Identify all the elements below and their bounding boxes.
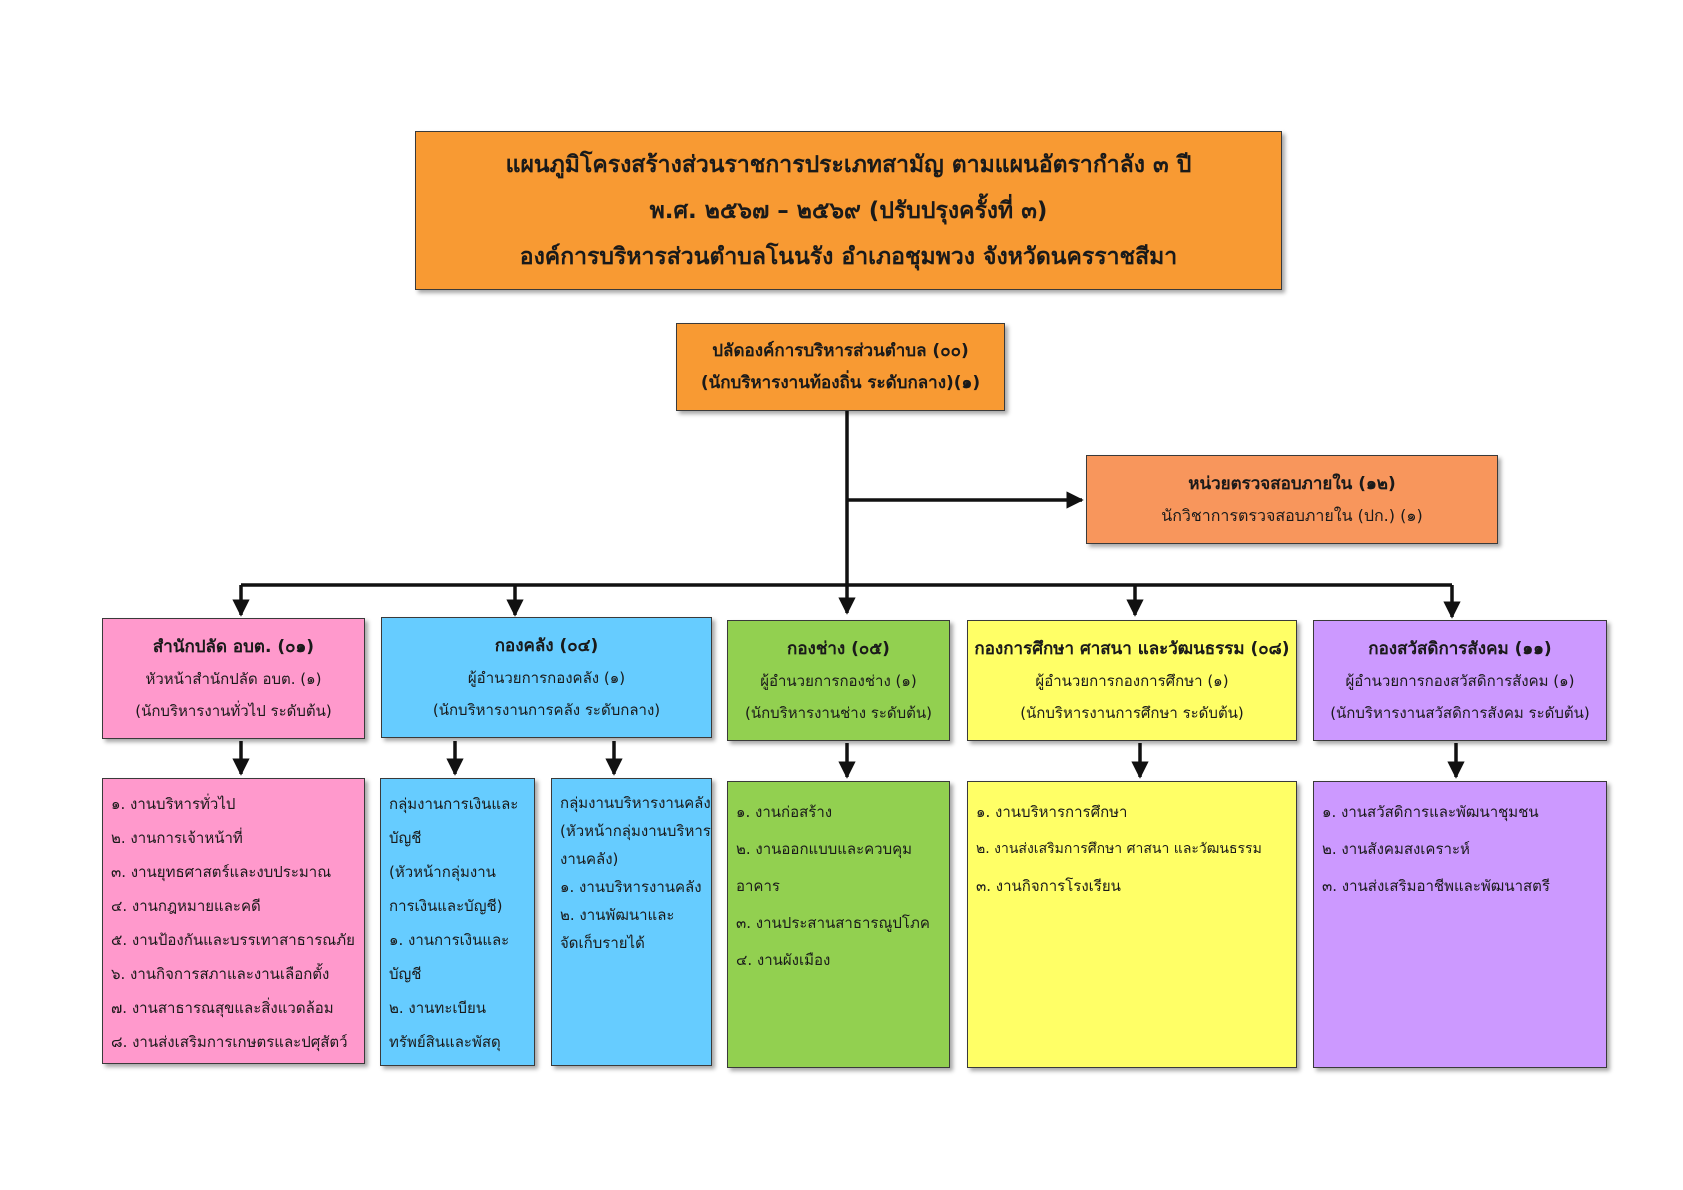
list-item: ๔. งานกฎหมายและคดี: [111, 897, 261, 915]
division-level: (นักบริหารงานการศึกษา ระดับต้น): [1020, 703, 1244, 722]
audit-unit-name: หน่วยตรวจสอบภายใน (๑๒): [1188, 473, 1396, 494]
list-item: ๑. งานบริหารการศึกษา: [976, 803, 1128, 821]
list-item: ๓. งานกิจการโรงเรียน: [976, 877, 1121, 895]
education-task-list: ๑. งานบริหารการศึกษา ๒. งานส่งเสริมการศึ…: [967, 781, 1297, 1068]
list-item: ๒. งานทะเบียน: [389, 999, 487, 1017]
division-name: กองสวัสดิการสังคม (๑๑): [1368, 638, 1552, 659]
chart-title-box: แผนภูมิโครงสร้างส่วนราชการประเภทสามัญ ตา…: [415, 131, 1282, 290]
chief-level: (นักบริหารงานท้องถิ่น ระดับกลาง)(๑): [700, 373, 981, 393]
list-item: ๑. งานก่อสร้าง: [736, 803, 833, 821]
division-finance-box: กองคลัง (๐๔) ผู้อำนวยการกองคลัง (๑) (นัก…: [381, 617, 712, 738]
list-item: บัญชี: [389, 829, 422, 847]
division-name: กองคลัง (๐๔): [494, 635, 599, 656]
list-item: งานคลัง): [560, 850, 619, 868]
list-item: ๘. งานส่งเสริมการเกษตรและปศุสัตว์: [111, 1033, 348, 1051]
list-item: ๓. งานประสานสาธารณูปโภค: [736, 914, 930, 932]
list-item: บัญชี: [389, 965, 422, 983]
office-task-list: ๑. งานบริหารทั่วไป ๒. งานการเจ้าหน้าที่ …: [102, 778, 365, 1064]
division-welfare-box: กองสวัสดิการสังคม (๑๑) ผู้อำนวยการกองสวั…: [1313, 620, 1607, 741]
division-head: ผู้อำนวยการกองสวัสดิการสังคม (๑): [1345, 671, 1575, 690]
division-name: สำนักปลัด อบต. (๐๑): [152, 636, 315, 657]
chart-title-line1: แผนภูมิโครงสร้างส่วนราชการประเภทสามัญ ตา…: [505, 151, 1192, 178]
division-level: (นักบริหารงานการคลัง ระดับกลาง): [432, 700, 661, 719]
list-item: ๑. งานบริหารทั่วไป: [111, 795, 236, 813]
division-engineering-box: กองช่าง (๐๕) ผู้อำนวยการกองช่าง (๑) (นัก…: [727, 620, 950, 741]
division-name: กองช่าง (๐๕): [787, 638, 890, 659]
list-item: ๑. งานบริหารงานคลัง: [560, 878, 702, 896]
list-item: ๓. งานยุทธศาสตร์และงบประมาณ: [111, 863, 332, 881]
list-item: (หัวหน้ากลุ่มงานบริหาร: [560, 822, 711, 840]
internal-audit-box: หน่วยตรวจสอบภายใน (๑๒) นักวิชาการตรวจสอบ…: [1086, 455, 1498, 544]
finance-group2-list: กลุ่มงานบริหารงานคลัง (หัวหน้ากลุ่มงานบร…: [551, 778, 712, 1066]
division-level: (นักบริหารงานช่าง ระดับต้น): [744, 703, 933, 722]
chart-title-line3: องค์การบริหารส่วนตำบลโนนรัง อำเภอชุมพวง …: [519, 243, 1178, 270]
list-item: ๓. งานส่งเสริมอาชีพและพัฒนาสตรี: [1322, 877, 1550, 895]
chart-title-line2: พ.ศ. ๒๕๖๗ – ๒๕๖๙ (ปรับปรุงครั้งที่ ๓): [649, 197, 1048, 224]
chief-title: ปลัดองค์การบริหารส่วนตำบล (๐๐): [712, 341, 969, 361]
chief-administrator-box: ปลัดองค์การบริหารส่วนตำบล (๐๐) (นักบริหา…: [676, 323, 1005, 411]
engineering-task-list: ๑. งานก่อสร้าง ๒. งานออกแบบและควบคุม อาค…: [727, 781, 950, 1068]
list-item: อาคาร: [736, 877, 780, 895]
division-head: ผู้อำนวยการกองการศึกษา (๑): [1035, 671, 1229, 690]
division-level: (นักบริหารงานสวัสดิการสังคม ระดับต้น): [1330, 703, 1590, 722]
welfare-task-list: ๑. งานสวัสดิการและพัฒนาชุมชน ๒. งานสังคม…: [1313, 781, 1607, 1068]
list-item: ๒. งานส่งเสริมการศึกษา ศาสนา และวัฒนธรรม: [976, 841, 1262, 857]
list-item: ๑. งานสวัสดิการและพัฒนาชุมชน: [1322, 803, 1539, 821]
list-item: กลุ่มงานบริหารงานคลัง: [560, 794, 711, 812]
list-item: ๒. งานออกแบบและควบคุม: [736, 840, 913, 858]
division-office-box: สำนักปลัด อบต. (๐๑) หัวหน้าสำนักปลัด อบต…: [102, 618, 365, 739]
list-item: ๑. งานการเงินและ: [389, 931, 510, 949]
list-item: (หัวหน้ากลุ่มงาน: [389, 863, 496, 881]
list-item: ๕. งานป้องกันและบรรเทาสาธารณภัย: [111, 931, 355, 949]
division-head: ผู้อำนวยการกองช่าง (๑): [760, 671, 917, 690]
division-name: กองการศึกษา ศาสนา และวัฒนธรรม (๐๘): [974, 638, 1290, 659]
list-item: ๒. งานการเจ้าหน้าที่: [111, 829, 243, 847]
division-education-box: กองการศึกษา ศาสนา และวัฒนธรรม (๐๘) ผู้อำ…: [967, 620, 1297, 741]
finance-group1-list: กลุ่มงานการเงินและ บัญชี (หัวหน้ากลุ่มงา…: [380, 778, 535, 1066]
list-item: ๔. งานผังเมือง: [736, 951, 831, 969]
list-item: การเงินและบัญชี): [389, 897, 503, 915]
list-item: จัดเก็บรายได้: [560, 934, 645, 952]
list-item: ๒. งานสังคมสงเคราะห์: [1322, 840, 1470, 858]
list-item: กลุ่มงานการเงินและ: [389, 795, 519, 813]
audit-position: นักวิชาการตรวจสอบภายใน (ปก.) (๑): [1161, 505, 1423, 525]
list-item: ๗. งานสาธารณสุขและสิ่งแวดล้อม: [111, 999, 334, 1017]
division-head: หัวหน้าสำนักปลัด อบต. (๑): [145, 669, 322, 688]
list-item: ๖. งานกิจการสภาและงานเลือกตั้ง: [111, 965, 330, 983]
division-head: ผู้อำนวยการกองคลัง (๑): [467, 668, 626, 687]
list-item: ๒. งานพัฒนาและ: [560, 906, 675, 924]
list-item: ทรัพย์สินและพัสดุ: [389, 1033, 501, 1051]
division-level: (นักบริหารงานทั่วไป ระดับต้น): [135, 701, 332, 720]
